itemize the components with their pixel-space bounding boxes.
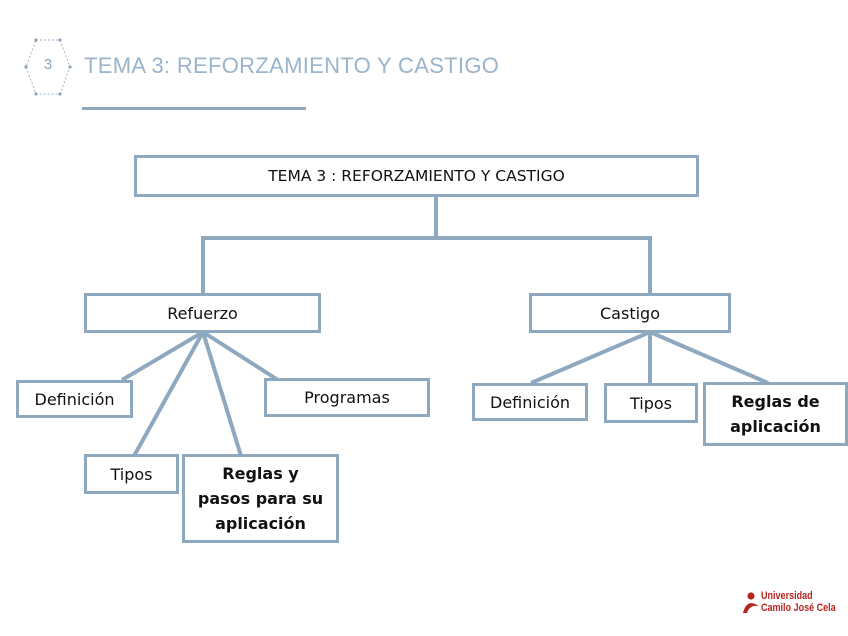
connector-refuerzo-tipos: [132, 331, 205, 457]
node-refuerzo-label: Refuerzo: [167, 303, 238, 323]
node-refuerzo-programas: Programas: [264, 378, 430, 417]
node-castigo-definicion: Definición: [472, 383, 588, 421]
connector-refuerzo-definicion: [120, 330, 205, 382]
section-number: 3: [43, 56, 53, 73]
logo-text: Universidad Camilo José Cela: [761, 590, 836, 614]
node-refuerzo: Refuerzo: [84, 293, 321, 333]
node-castigo-tipos: Tipos: [604, 383, 698, 423]
root-node: TEMA 3 : REFORZAMIENTO Y CASTIGO: [134, 155, 699, 197]
logo-line2: Camilo José Cela: [761, 602, 836, 614]
logo-line1: Universidad: [761, 590, 813, 602]
section-number-badge: 3: [24, 38, 72, 96]
root-node-label: TEMA 3 : REFORZAMIENTO Y CASTIGO: [268, 167, 565, 185]
node-castigo-reglas: Reglas de aplicación: [703, 382, 848, 446]
node-label: Programas: [304, 388, 390, 407]
title-underline: [82, 107, 306, 110]
node-label: Definición: [490, 392, 570, 412]
node-label: Tipos: [110, 464, 153, 484]
node-label: Tipos: [629, 393, 672, 413]
node-label: Reglas de aplicación: [730, 392, 821, 436]
connector-refuerzo-reglas: [201, 331, 243, 457]
node-castigo-label: Castigo: [600, 303, 660, 323]
hexagon-icon: [24, 38, 72, 96]
node-refuerzo-definicion: Definición: [16, 380, 133, 418]
node-refuerzo-reglas: Reglas y pasos para su aplicación: [182, 454, 339, 543]
university-logo: Universidad Camilo José Cela: [742, 590, 838, 616]
logo-figure-icon: [743, 592, 759, 613]
connector-castigo-reglas: [649, 330, 769, 385]
node-label: Definición: [34, 389, 115, 409]
node-castigo: Castigo: [529, 293, 731, 333]
connector-refuerzo-programas: [201, 330, 280, 382]
page-title: TEMA 3: REFORZAMIENTO Y CASTIGO: [84, 53, 500, 78]
node-refuerzo-tipos: Tipos: [84, 454, 179, 494]
node-label: Reglas y pasos para su aplicación: [197, 464, 324, 533]
connector-castigo-definicion: [530, 330, 651, 385]
